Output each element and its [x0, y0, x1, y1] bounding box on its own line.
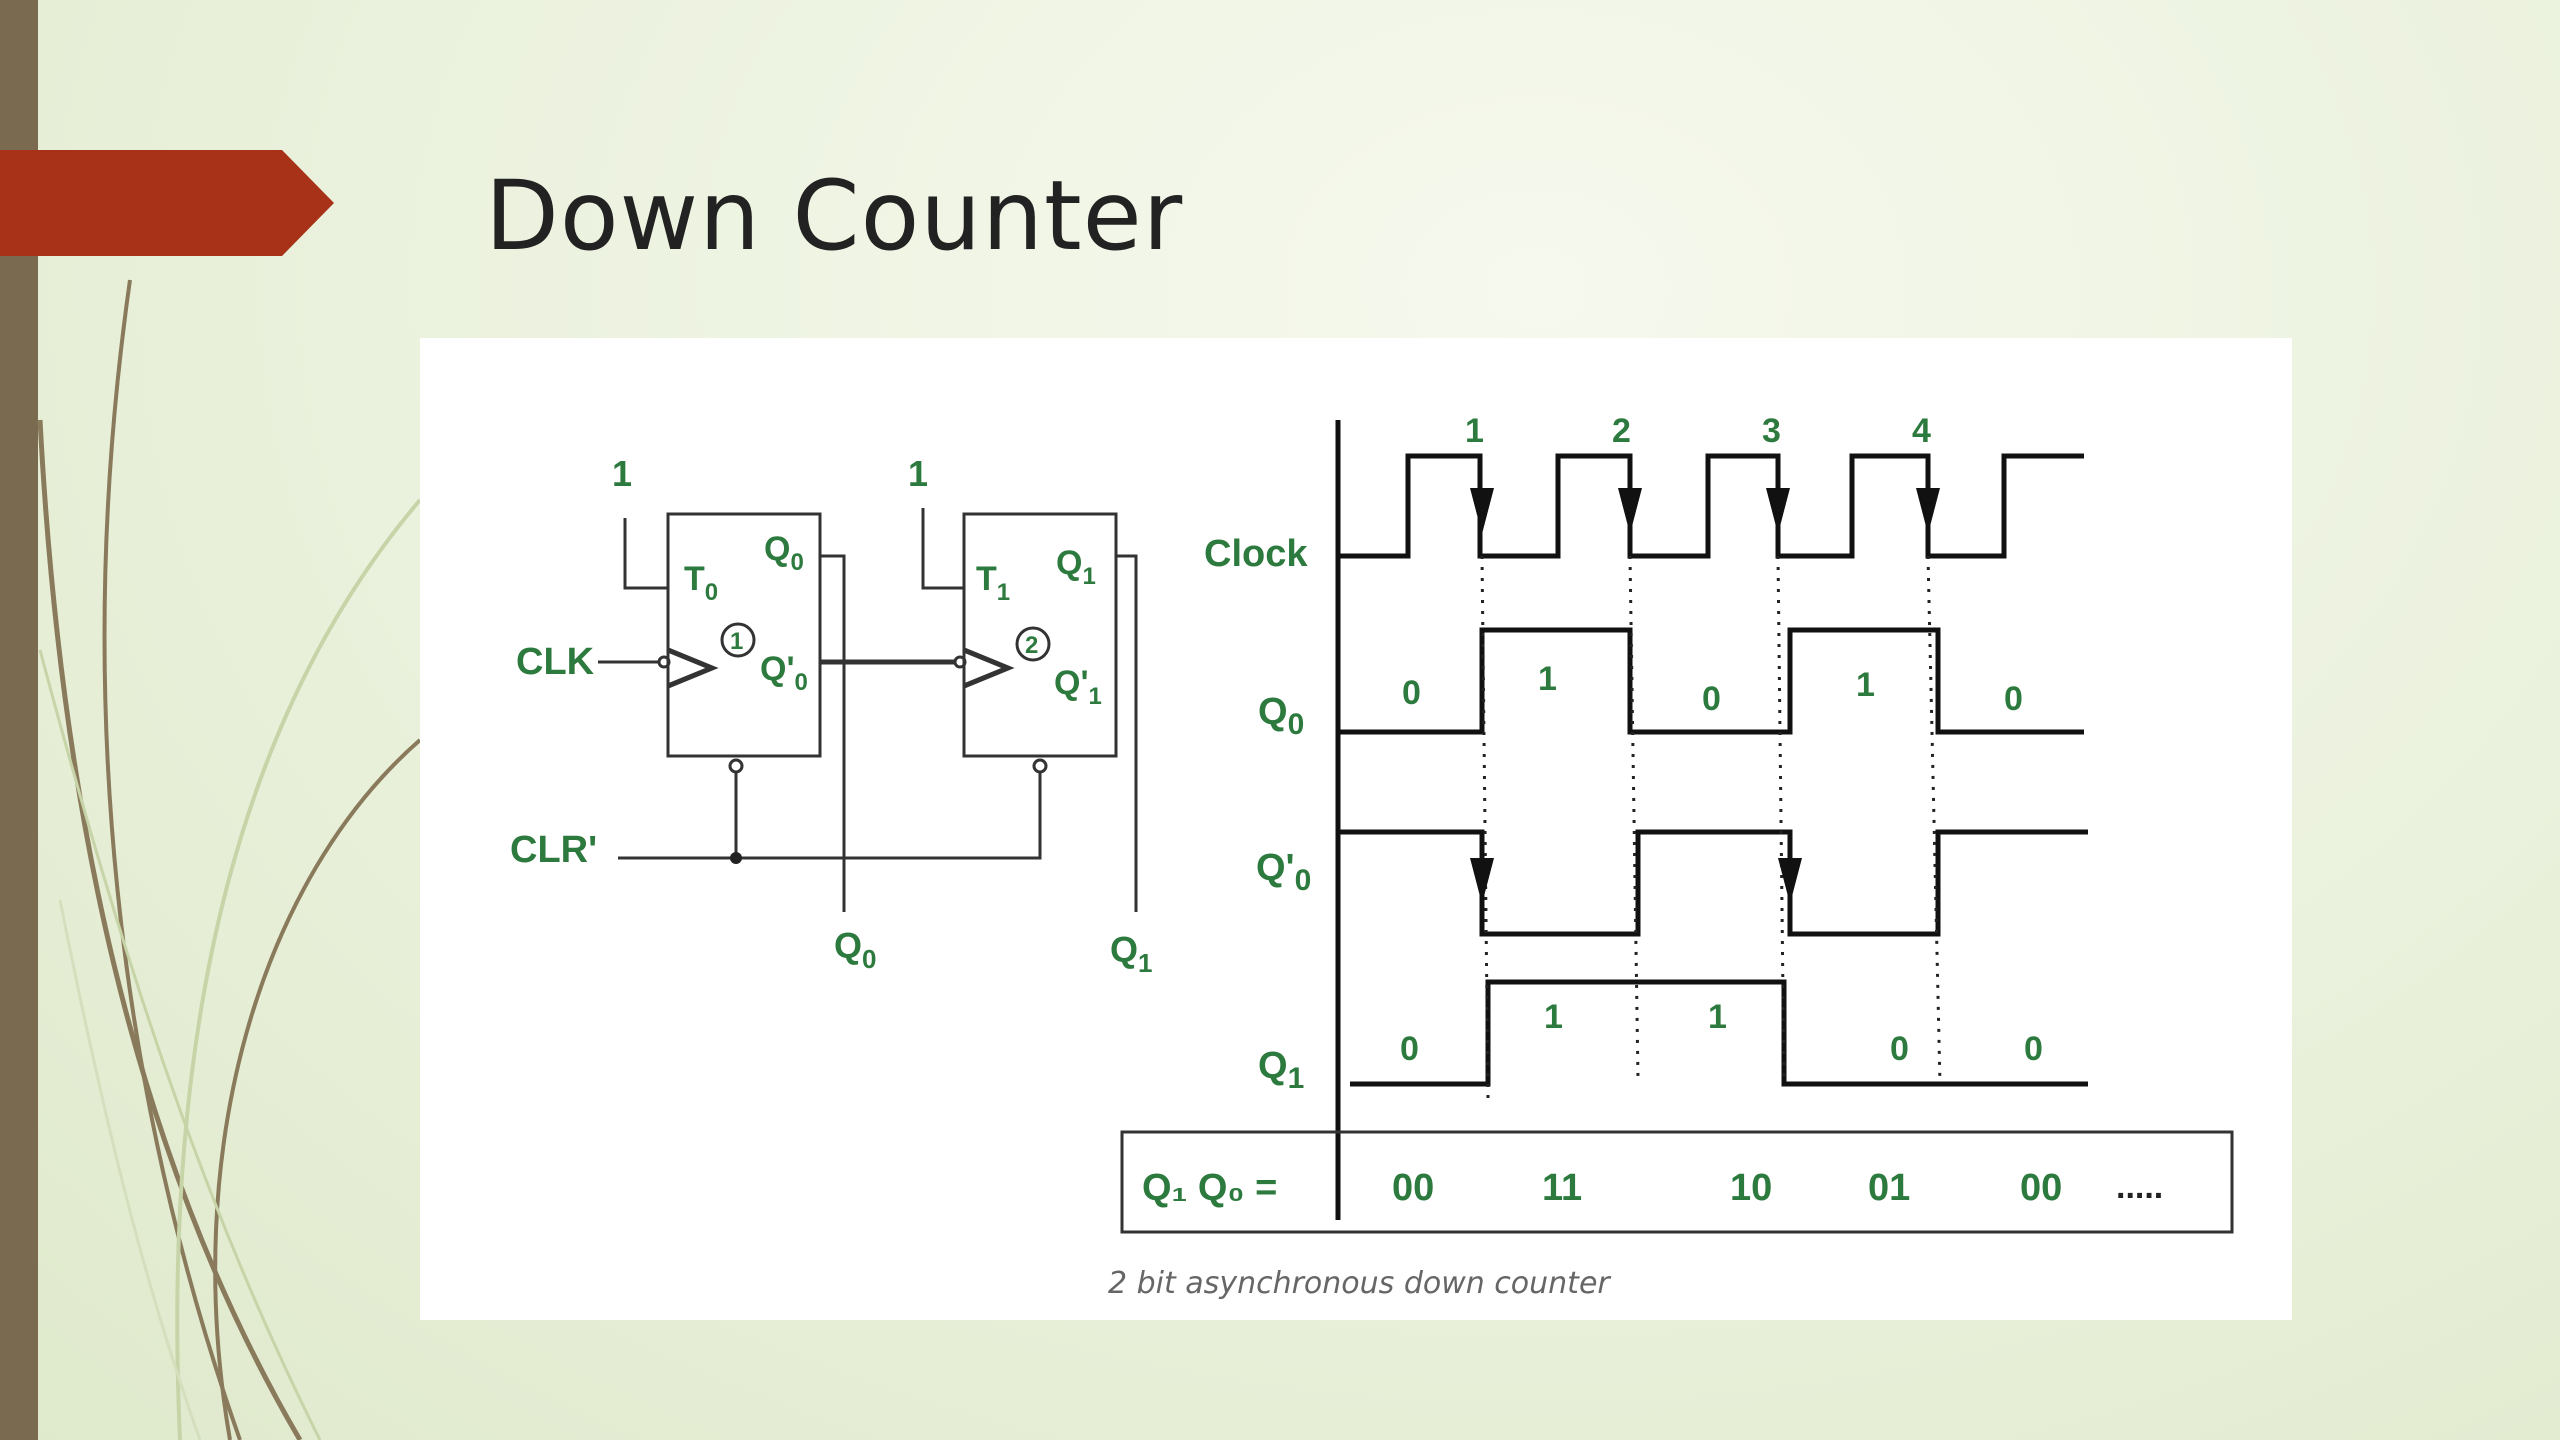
output-q1-label: Q1 [1110, 929, 1152, 978]
pulse-number: 2 [1612, 412, 1631, 450]
q0bar-waveform [1340, 829, 2088, 937]
q1-state-value: 1 [1544, 998, 1563, 1036]
ff0-number: 1 [730, 628, 743, 655]
flip-flop-0-box [666, 512, 822, 758]
q0-state-value: 0 [1702, 680, 1721, 718]
edge-arrows [1470, 488, 1940, 904]
pulse-number: 3 [1762, 412, 1781, 450]
decorative-curves [37, 279, 460, 1440]
q1-state-value: 0 [1400, 1030, 1419, 1068]
pulse-number: 1 [1465, 412, 1484, 450]
q0-waveform [1340, 627, 2084, 735]
count-value: 11 [1542, 1167, 1582, 1209]
q0-signal-label: Q0 [1258, 691, 1304, 741]
ff0-qbar-label: Q'0 [760, 650, 808, 696]
q1-signal-label: Q1 [1258, 1045, 1304, 1095]
pulse-number: 4 [1912, 412, 1931, 450]
ff1-qbar-label: Q'1 [1054, 664, 1102, 710]
ff1-t-label: T1 [976, 560, 1010, 606]
clk-label: CLK [516, 641, 595, 683]
clr-label: CLR' [510, 829, 597, 871]
title-arrow-shape [0, 150, 334, 256]
t1-input-one-label: 1 [908, 453, 928, 494]
ff0-t-label: T0 [684, 560, 718, 606]
ff0-q-label: Q0 [764, 530, 804, 576]
q1-state-value: 1 [1708, 998, 1727, 1036]
q1-state-value: 0 [2024, 1030, 2043, 1068]
flip-flop-1-box [962, 512, 1118, 758]
count-summary-box [1120, 1130, 2234, 1234]
count-label: Q₁ Q₀ = [1142, 1167, 1277, 1209]
count-value: 00 [2020, 1167, 2062, 1209]
clr-junction-dot [730, 852, 742, 864]
q0-state-value: 1 [1538, 660, 1557, 698]
q0bar-signal-label: Q'0 [1256, 847, 1311, 897]
q0-state-value: 1 [1856, 666, 1875, 704]
counter-diagram: 1 1 CLK CLR' T0 Q0 Q'0 1 T1 Q1 Q'1 2 Q0 … [510, 412, 2234, 1234]
slide-title: Down Counter [485, 160, 1184, 272]
circuit-wiring [598, 508, 1138, 912]
count-value: 01 [1868, 1167, 1910, 1209]
ff1-number: 2 [1025, 632, 1038, 659]
count-ellipsis: ..... [2116, 1168, 2163, 1206]
count-value: 00 [1392, 1167, 1434, 1209]
t0-input-one-label: 1 [612, 453, 632, 494]
output-q0-label: Q0 [834, 925, 876, 974]
clock-edge-guides [1480, 555, 1942, 1099]
figure-caption: 2 bit asynchronous down counter [1108, 1266, 1610, 1301]
clock-signal-label: Clock [1204, 533, 1308, 575]
q0-state-value: 0 [1402, 674, 1421, 712]
count-value: 10 [1730, 1167, 1772, 1209]
q1-waveform [1350, 979, 2088, 1087]
figure-panel: 1 1 CLK CLR' T0 Q0 Q'0 1 T1 Q1 Q'1 2 Q0 … [420, 338, 2292, 1320]
ff1-q-label: Q1 [1056, 544, 1096, 590]
q0-state-value: 0 [2004, 680, 2023, 718]
clock-waveform [1340, 453, 2084, 559]
q1-state-value: 0 [1890, 1030, 1909, 1068]
waveforms [1340, 453, 2088, 1087]
